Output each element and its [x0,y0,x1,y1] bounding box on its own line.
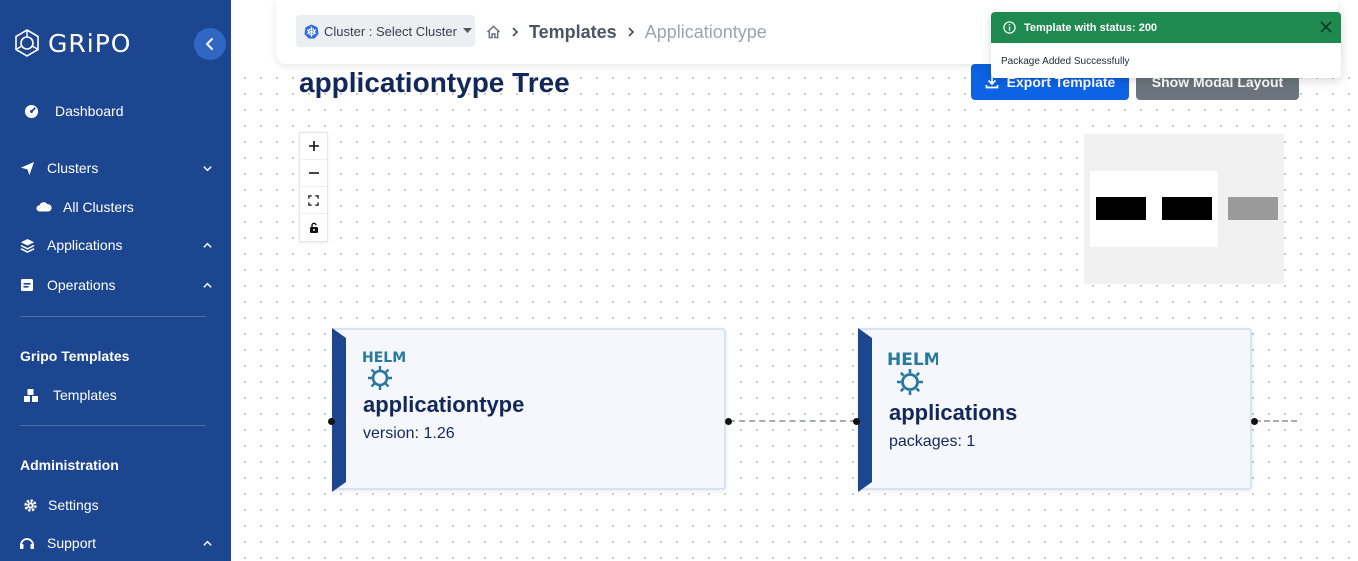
node-target-handle[interactable] [853,418,860,425]
cloud-icon [36,199,52,215]
node-target-handle[interactable] [328,418,335,425]
section-title-templates: Gripo Templates [20,348,130,364]
breadcrumb-templates[interactable]: Templates [529,21,617,42]
zoom-out-button[interactable] [300,160,327,187]
cluster-select-value: Cluster : Select Cluster [324,23,457,39]
sidebar-item-support[interactable]: Support [0,528,231,558]
helm-logo-icon: HELM [360,344,406,395]
helm-logo-icon: HELM [886,344,941,401]
svg-text:HELM: HELM [362,350,406,366]
toggle-interactivity-button[interactable] [300,214,327,241]
node-source-handle[interactable] [1251,418,1258,425]
sidebar-item-dashboard[interactable]: Dashboard [0,96,231,126]
chevron-right-icon [627,26,635,38]
cluster-select[interactable]: Cluster : Select Cluster [296,15,475,47]
calendar-icon [19,277,35,293]
chevron-up-icon [200,278,214,292]
minimap-node [1228,197,1278,220]
chevron-left-icon [206,38,213,50]
node-version: version: 1.26 [363,425,455,442]
zoom-in-button[interactable] [300,133,327,160]
edge-applicationtype-applications [729,420,856,422]
minus-icon [308,172,319,174]
sidebar-item-templates[interactable]: Templates [0,380,231,410]
sidebar-item-clusters[interactable]: Clusters [0,153,231,183]
minimap-node [1162,197,1212,220]
lock-icon [309,222,318,233]
toast-message: Package Added Successfully [1001,56,1130,67]
brand-name: GRiPO [48,28,132,58]
toast-header: Template with status: 200 [991,12,1341,43]
close-icon[interactable] [1319,20,1333,34]
sidebar: GRiPO Dashboard Clusters All Clusters [0,0,231,561]
node-title: applicationtype [363,392,525,417]
node-source-handle[interactable] [725,418,732,425]
plus-icon [308,141,319,151]
sidebar-divider [20,425,206,426]
sidebar-item-applications[interactable]: Applications [0,230,231,260]
sidebar-item-label: Support [47,535,97,551]
layers-icon [19,237,35,253]
fit-view-icon [308,194,319,206]
minimap-node [1096,197,1146,220]
breadcrumb-current: Applicationtype [644,21,767,42]
collapse-sidebar-button[interactable] [194,28,226,60]
headset-icon [19,535,35,551]
sidebar-item-operations[interactable]: Operations [0,270,231,300]
chevron-right-icon [511,26,519,38]
toast-title: Template with status: 200 [1024,21,1158,34]
sidebar-item-label: Applications [47,237,123,253]
download-icon [985,75,999,89]
sidebar-item-settings[interactable]: Settings [0,490,231,520]
minimap[interactable] [1084,134,1284,284]
node-accent-stripe [332,328,346,492]
send-icon [19,160,35,176]
sidebar-item-label: Templates [53,387,117,403]
sidebar-item-label: All Clusters [63,199,134,215]
sidebar-item-label: Dashboard [55,103,124,119]
tree-node-applicationtype[interactable]: HELM applicationtype version: 1.26 [332,328,726,490]
chevron-down-icon [200,161,214,175]
edge-applications-outgoing [1255,420,1297,422]
zoom-controls [299,132,328,242]
kubernetes-icon [304,23,319,39]
gripo-logo-icon [15,29,39,57]
cubes-icon [23,387,39,403]
sidebar-item-all-clusters[interactable]: All Clusters [0,192,231,222]
fit-view-button[interactable] [300,187,327,214]
chevron-up-icon [200,536,214,550]
node-accent-stripe [858,328,872,492]
page-title: applicationtype Tree [299,67,570,98]
sidebar-item-label: Clusters [47,160,99,176]
svg-text:HELM: HELM [887,350,938,370]
caret-down-icon [462,28,472,34]
node-title: applications [889,400,1018,425]
sidebar-divider [20,316,206,317]
breadcrumb: Templates Applicationtype [486,20,767,44]
node-packages: packages: 1 [889,433,976,450]
dashboard-icon [23,103,39,119]
sidebar-item-label: Settings [48,497,99,513]
section-title-administration: Administration [20,457,119,473]
toast-notification: Template with status: 200 Package Added … [991,12,1341,78]
tree-node-applications[interactable]: HELM applications packages: 1 [858,328,1252,490]
chevron-up-icon [200,238,214,252]
home-icon[interactable] [486,25,501,39]
info-icon [1003,21,1016,34]
export-template-label: Export Template [1006,74,1116,90]
sidebar-item-label: Operations [47,277,116,293]
brand-logo[interactable]: GRiPO [12,28,131,58]
gear-icon [22,497,38,513]
